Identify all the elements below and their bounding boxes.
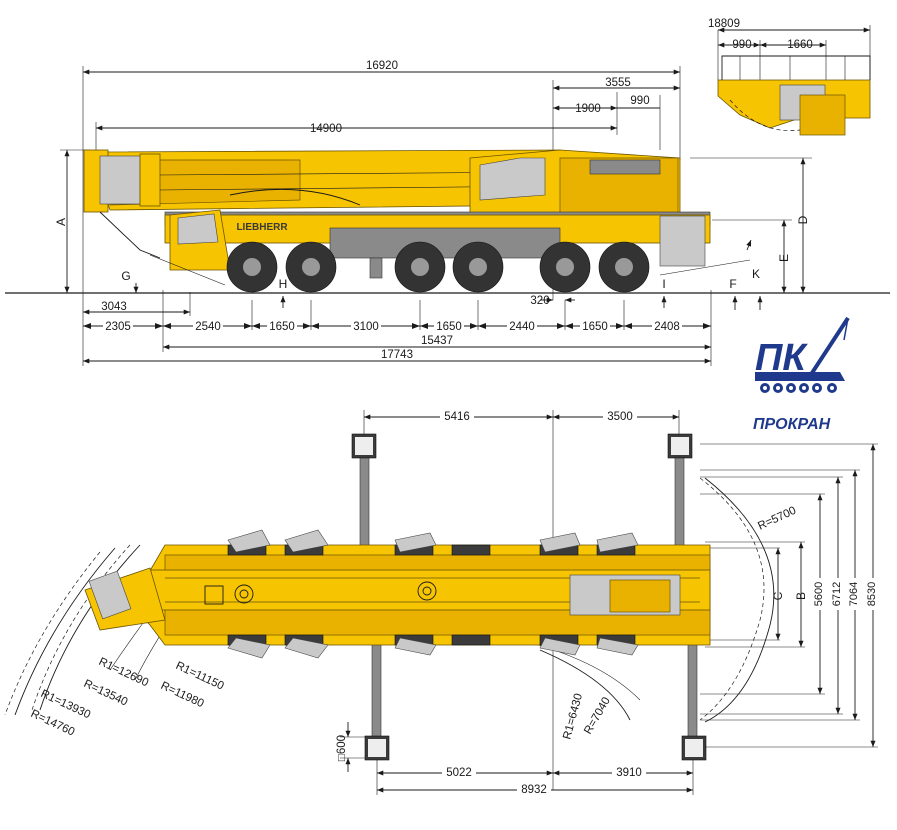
dim-990-detail: 990 [732, 39, 751, 51]
dim-3500: 3500 [607, 411, 633, 423]
outriggers [351, 433, 707, 761]
letter-b: B [794, 592, 808, 600]
detail-illustration [717, 55, 871, 136]
letter-k: K [752, 267, 760, 281]
dim-18809: 18809 [708, 18, 740, 30]
dim-14900: 14900 [310, 123, 342, 135]
dim-2305: 2305 [105, 321, 131, 333]
crane-top-illustration [84, 529, 711, 659]
dim-1660: 1660 [787, 39, 813, 51]
letter-d: D [796, 215, 810, 224]
dim-990-side: 990 [630, 95, 649, 107]
dim-15437: 15437 [421, 335, 453, 347]
dim-17743: 17743 [381, 349, 413, 361]
dim-1650-a: 1650 [269, 321, 295, 333]
dim-320: 320 [530, 295, 549, 307]
dim-3043: 3043 [101, 301, 127, 313]
dim-600-pad: □600 [336, 735, 348, 761]
dim-5600: 5600 [813, 582, 825, 606]
dim-3910: 3910 [616, 767, 642, 779]
liebherr-brand: LIEBHERR [236, 222, 288, 233]
letter-e: E [777, 254, 791, 262]
letter-c: C [771, 591, 785, 600]
dim-2540: 2540 [195, 321, 221, 333]
top-view: 5416 3500 5022 3910 8932 □600 C B 5600 [4, 410, 878, 796]
dim-8932: 8932 [521, 784, 547, 796]
radius-13540: R=13540 [82, 678, 130, 709]
dim-3100: 3100 [353, 321, 379, 333]
letter-i: I [662, 277, 665, 291]
detail-view: 18809 990 1660 [708, 18, 871, 136]
prokran-logo: ПК ПРОКРАН [753, 316, 850, 433]
dim-3555: 3555 [605, 77, 631, 89]
radius-11980: R=11980 [159, 680, 206, 710]
dim-5022: 5022 [446, 767, 472, 779]
letter-g: G [121, 269, 130, 283]
dim-5416: 5416 [444, 411, 470, 423]
dim-1650-c: 1650 [582, 321, 608, 333]
dim-2440: 2440 [509, 321, 535, 333]
radius-6430: R1=6430 [561, 692, 585, 741]
radius-5700: R=5700 [756, 505, 798, 533]
side-view: 16920 14900 3555 1900 990 A D E 3043 320 [5, 60, 890, 366]
radius-12690: R1=12690 [97, 656, 150, 689]
radius-7040: R=7040 [582, 695, 613, 736]
letter-f: F [729, 277, 736, 291]
dim-16920: 16920 [366, 60, 398, 72]
arc-r5700 [699, 477, 765, 721]
dim-2408: 2408 [654, 321, 680, 333]
letter-a: A [54, 218, 68, 226]
letter-h: H [279, 277, 288, 291]
logo-name: ПРОКРАН [753, 416, 831, 433]
dim-1650-b: 1650 [436, 321, 462, 333]
dim-8530: 8530 [866, 582, 878, 606]
crane-side-illustration: LIEBHERR [83, 149, 751, 293]
dim-7064: 7064 [848, 582, 860, 606]
dim-6712: 6712 [831, 582, 843, 606]
dim-1900: 1900 [575, 103, 601, 115]
